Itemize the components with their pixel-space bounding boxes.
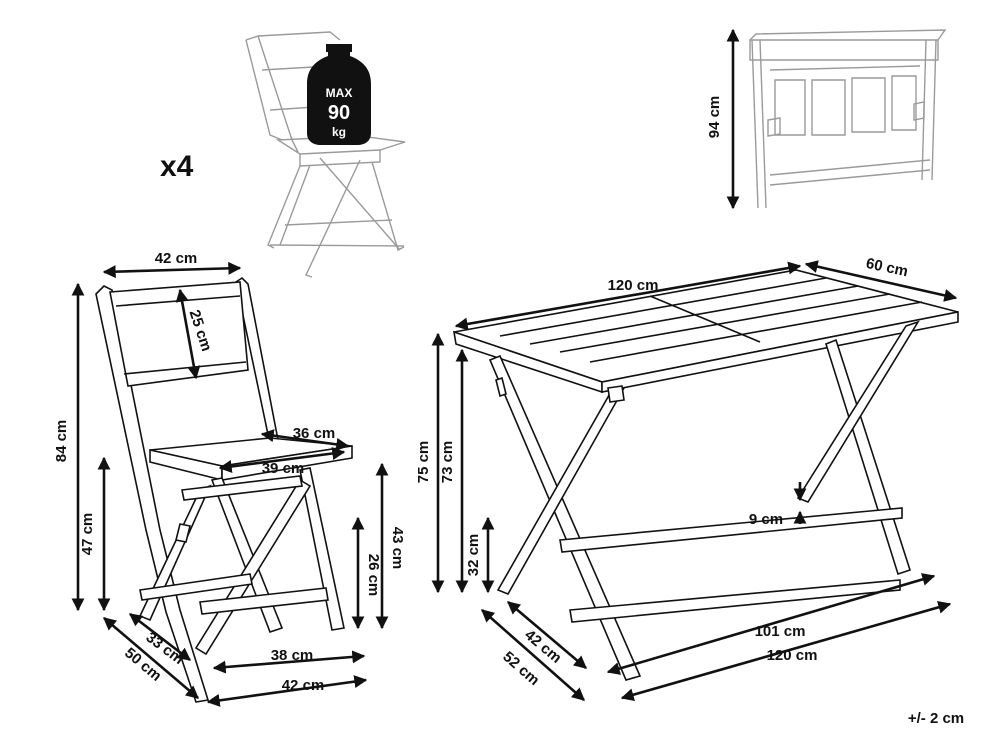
table-height-under-label: 73 cm — [439, 441, 456, 484]
chair-leg-height-label: 26 cm — [365, 554, 382, 597]
quantity-label: x4 — [160, 150, 194, 183]
folded-height-label: 94 cm — [706, 96, 723, 139]
table-height-label: 75 cm — [415, 441, 432, 484]
chair-seat-depth-label: 36 cm — [293, 425, 336, 442]
chair-seat-height-label: 47 cm — [79, 513, 96, 556]
chair-seat-width-label: 39 cm — [262, 460, 305, 477]
chair-front-bar-label: 38 cm — [271, 647, 314, 664]
table-length-top-label: 120 cm — [608, 277, 659, 294]
tolerance-label: +/- 2 cm — [908, 710, 964, 727]
badge-unit: kg — [332, 125, 346, 139]
table-length-inner-label: 101 cm — [755, 623, 806, 640]
table-illustration — [452, 269, 959, 681]
chair-width-base-label: 42 cm — [282, 677, 325, 694]
badge-max: MAX — [326, 86, 353, 100]
chair-width-top-label: 42 cm — [155, 250, 198, 267]
table-depth-base-label: 52 cm — [499, 648, 542, 689]
badge-weight-value: 90 — [328, 102, 350, 124]
table-length-base-label: 120 cm — [767, 647, 818, 664]
weight-limit-badge: MAX 90 kg — [307, 44, 371, 145]
chair-illustration — [95, 276, 353, 703]
chair-frame-height-label: 43 cm — [389, 527, 406, 570]
table-stretcher-gap-label: 9 cm — [749, 511, 783, 528]
folded-table-illustration — [749, 29, 947, 209]
table-width-top-label: 60 cm — [864, 255, 909, 280]
table-stretcher-height-label: 32 cm — [465, 534, 482, 577]
chair-height-label: 84 cm — [53, 420, 70, 463]
